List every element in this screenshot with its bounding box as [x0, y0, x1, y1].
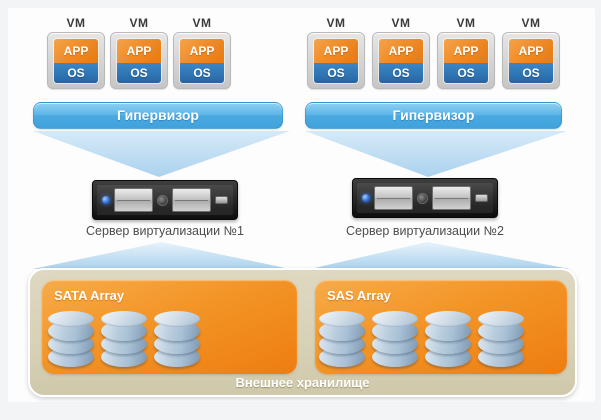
server-front-panel [357, 183, 493, 213]
power-led-icon [362, 194, 370, 202]
vm-app-layer: APP [180, 39, 224, 63]
disk-cylinder-icon [478, 311, 524, 367]
server-front-panel [97, 185, 233, 215]
vm-app-layer: APP [444, 39, 488, 63]
usb-port-icon [215, 196, 228, 204]
disk-cylinder-icon [101, 311, 147, 367]
server-icon-1 [92, 180, 238, 220]
drive-bay-icon [432, 186, 471, 210]
vm-os-layer: OS [117, 63, 161, 83]
power-led-icon [102, 196, 110, 204]
drive-bay-icon [374, 186, 413, 210]
power-button-icon [417, 192, 428, 204]
vm-os-layer: OS [54, 63, 98, 83]
server1-label: Сервер виртуализации №1 [86, 224, 244, 238]
server-icon-2 [352, 178, 498, 218]
vm-os-layer: OS [180, 63, 224, 83]
vm-label: VM [66, 16, 86, 30]
sata-array-label: SATA Array [54, 288, 125, 303]
vm-label: VM [326, 16, 346, 30]
vm-app-layer: APP [117, 39, 161, 63]
drive-bay-icon [172, 188, 211, 212]
vm-label: VM [192, 16, 212, 30]
sas-array-box: SAS Array [315, 280, 567, 374]
server2-label: Сервер виртуализации №2 [346, 224, 504, 238]
vm-label: VM [391, 16, 411, 30]
disk-cylinder-icon [154, 311, 200, 367]
vm-app-layer: APP [509, 39, 553, 63]
hypervisor-bar-1: Гипервизор [33, 102, 283, 129]
hypervisor-bar-2: Гипервизор [305, 102, 562, 129]
disk-cylinder-icon [48, 311, 94, 367]
sas-disk-row [319, 311, 524, 367]
sata-disk-row [48, 311, 200, 367]
power-button-icon [157, 194, 168, 206]
sas-array-label: SAS Array [327, 288, 391, 303]
disk-cylinder-icon [425, 311, 471, 367]
vm-app-layer: APP [314, 39, 358, 63]
disk-cylinder-icon [319, 311, 365, 367]
vm-os-layer: OS [509, 63, 553, 83]
vm-os-layer: OS [379, 63, 423, 83]
usb-port-icon [475, 194, 488, 202]
vm-os-layer: OS [444, 63, 488, 83]
vm-app-layer: APP [379, 39, 423, 63]
external-storage-container: SATA Array SAS Array Внешнее хранилище [28, 268, 577, 397]
vm-label: VM [521, 16, 541, 30]
vm-os-layer: OS [314, 63, 358, 83]
drive-bay-icon [114, 188, 153, 212]
vm-label: VM [129, 16, 149, 30]
external-storage-label: Внешнее хранилище [235, 375, 370, 390]
sata-array-box: SATA Array [42, 280, 297, 374]
vm-label: VM [456, 16, 476, 30]
vm-app-layer: APP [54, 39, 98, 63]
disk-cylinder-icon [372, 311, 418, 367]
